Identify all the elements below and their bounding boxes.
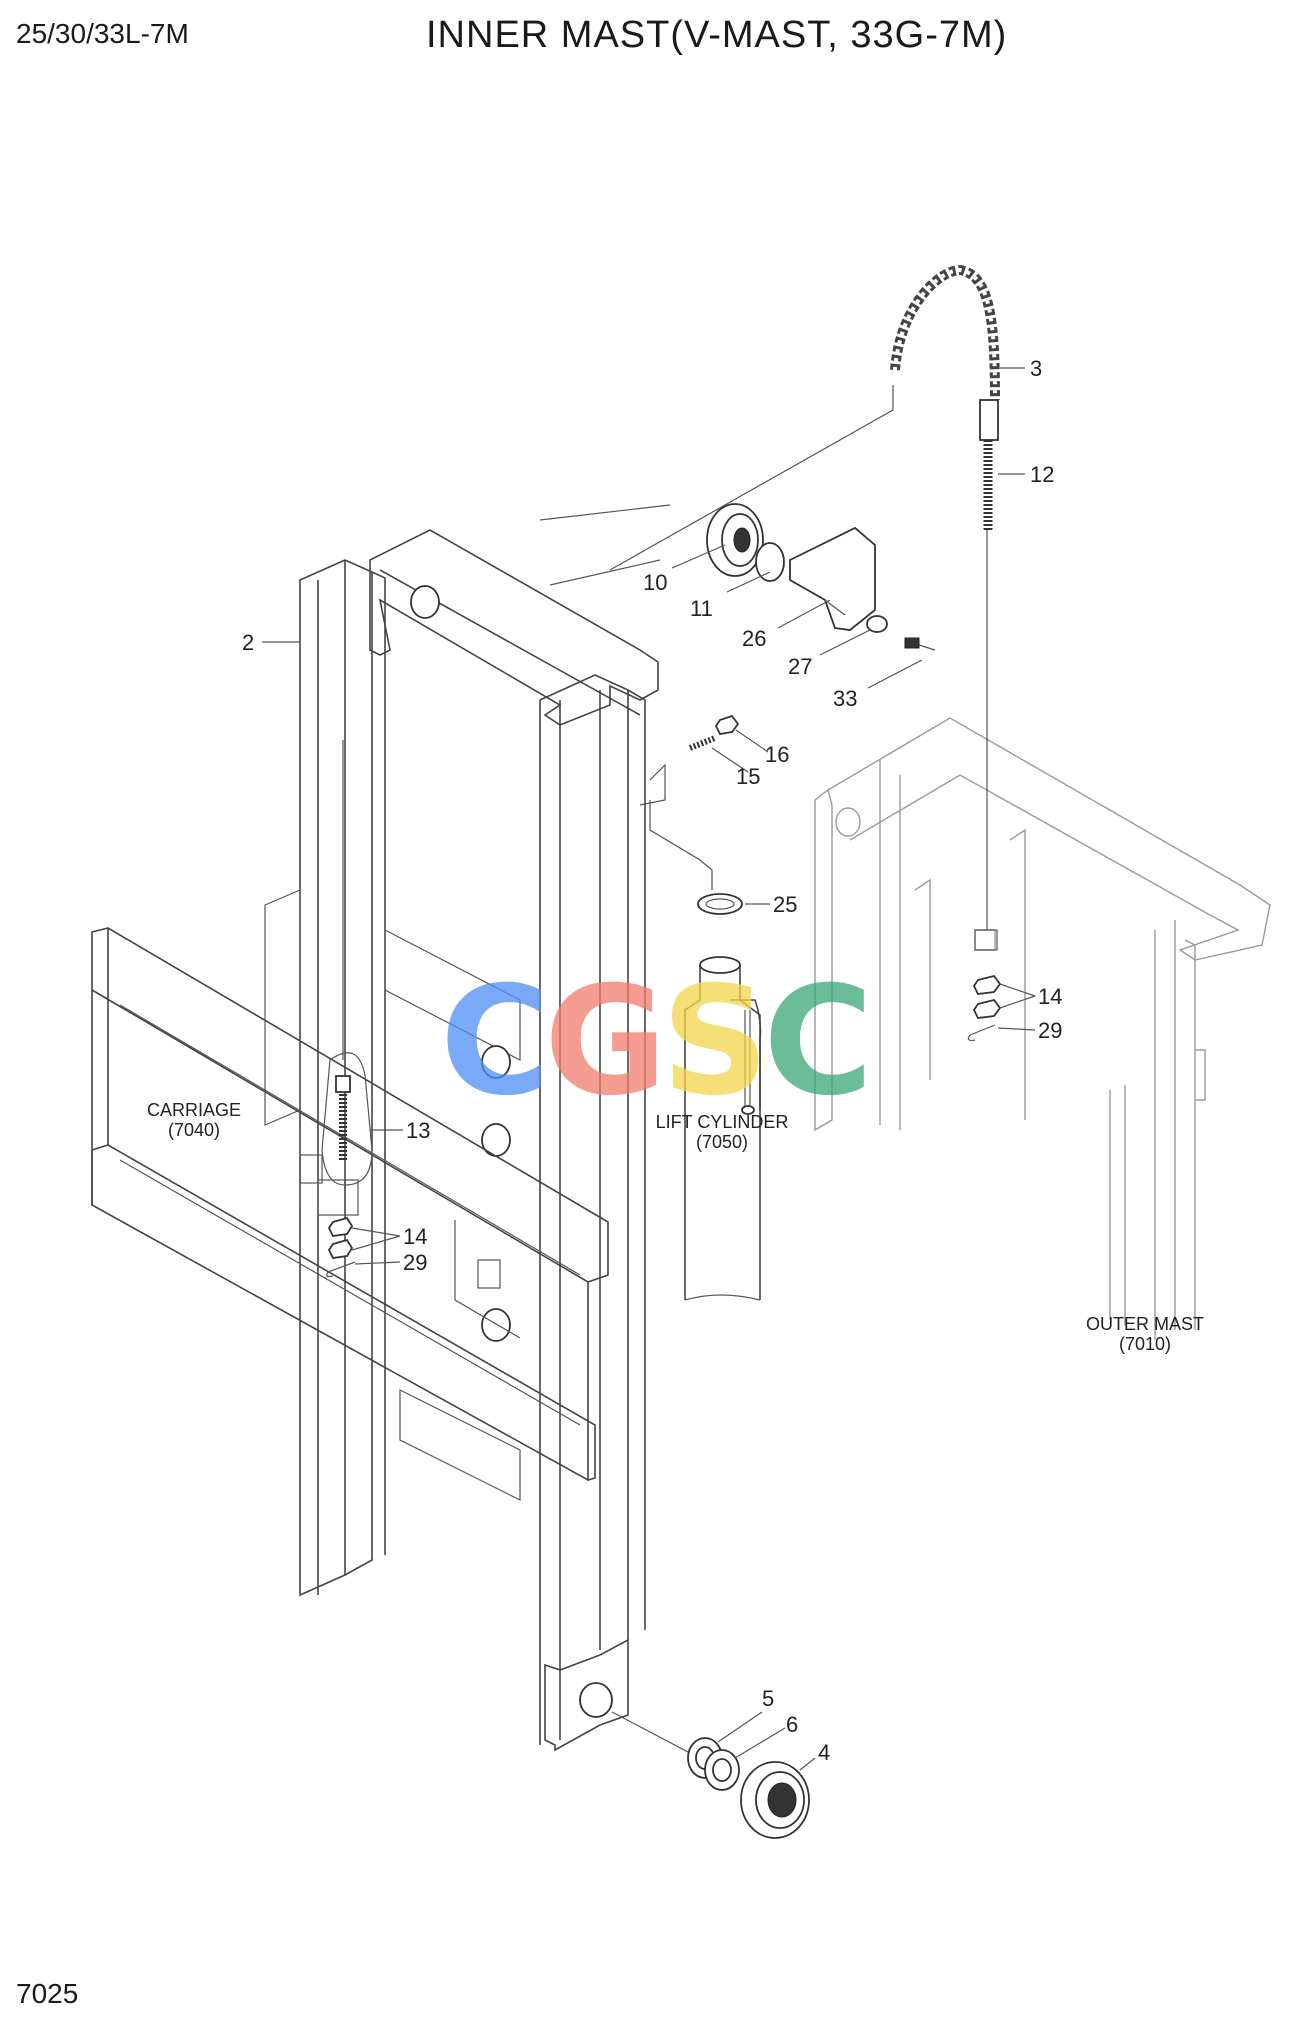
anchor-bolt-13 — [317, 740, 373, 1278]
carriage-drawing — [91, 889, 609, 1482]
callout-12: 12 — [1030, 462, 1054, 487]
inner-mast-drawing — [299, 504, 713, 1752]
watermark-letter: C — [763, 955, 873, 1129]
watermark-letter: G — [544, 955, 667, 1129]
page-title: INNER MAST(V-MAST, 33G-7M) — [426, 14, 1008, 56]
callout-29-left: 29 — [403, 1250, 427, 1275]
carriage-label: CARRIAGE — [147, 1100, 241, 1120]
leader-lines — [262, 367, 1036, 1771]
callout-14-right: 14 — [1038, 984, 1062, 1009]
bolt-15-nut-16 — [688, 714, 740, 751]
callout-25: 25 — [773, 892, 797, 917]
inner-mast-roller — [410, 585, 440, 619]
callout-numbers: 2 3 12 10 11 26 27 33 16 15 25 14 29 13 … — [242, 356, 1062, 1765]
o-ring-25 — [697, 893, 743, 915]
reference-labels: CARRIAGE (7040) LIFT CYLINDER (7050) OUT… — [147, 1100, 1204, 1354]
callout-27: 27 — [788, 654, 812, 679]
callout-33: 33 — [833, 686, 857, 711]
outer-mast-drawing — [814, 717, 1271, 1340]
callout-4: 4 — [818, 1740, 830, 1765]
outer-mast-label: OUTER MAST — [1086, 1314, 1204, 1334]
sheave-assembly-drawing — [706, 503, 936, 651]
lift-chain-drawing — [609, 264, 1000, 930]
callout-2: 2 — [242, 630, 254, 655]
lift-cylinder-code: (7050) — [696, 1132, 748, 1152]
callout-14-left: 14 — [403, 1224, 427, 1249]
callout-11: 11 — [690, 596, 713, 621]
callout-10: 10 — [643, 570, 667, 595]
callout-3: 3 — [1030, 356, 1042, 381]
callout-6: 6 — [786, 1712, 798, 1737]
page-number: 7025 — [16, 1978, 79, 2009]
watermark-logo: CGSC — [440, 955, 873, 1129]
carriage-code: (7040) — [168, 1120, 220, 1140]
callout-29-right: 29 — [1038, 1018, 1062, 1043]
callout-16: 16 — [765, 742, 789, 767]
callout-13: 13 — [406, 1118, 430, 1143]
callout-26: 26 — [742, 626, 766, 651]
lift-cylinder-label: LIFT CYLINDER — [656, 1112, 789, 1132]
outer-mast-code: (7010) — [1119, 1334, 1171, 1354]
callout-15: 15 — [736, 764, 760, 789]
watermark-letter: S — [661, 955, 769, 1129]
watermark-letter: C — [440, 955, 550, 1129]
bottom-roller-parts — [611, 1711, 810, 1839]
callout-5: 5 — [762, 1686, 774, 1711]
nut-pin-right — [967, 929, 1002, 1042]
model-number: 25/30/33L-7M — [16, 18, 189, 49]
lift-cylinder-drawing — [684, 956, 762, 1301]
